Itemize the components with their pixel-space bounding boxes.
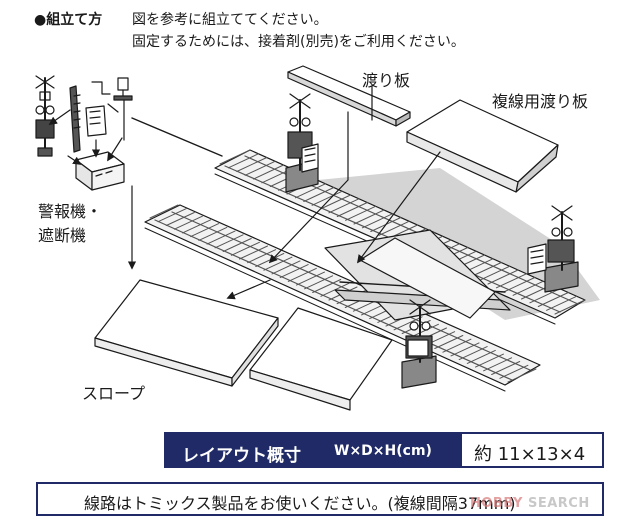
crossing-signal-right	[527, 205, 579, 293]
crossing-signal-back-left	[285, 93, 319, 193]
watermark-hobby: HOBBY	[470, 496, 523, 511]
label-double-track-plate: 複線用渡り板	[492, 92, 589, 111]
crossing-plate	[287, 65, 411, 127]
assembly-heading: ●組立て方	[34, 12, 103, 28]
watermark: HOBBY SEARCH	[470, 496, 590, 511]
dimensions-value: 約 11×13×4	[474, 444, 586, 465]
crossing-signal-front	[401, 299, 437, 389]
dimensions-unit: W×D×H(cm)	[334, 443, 432, 459]
assembly-illustration	[35, 65, 600, 411]
double-track-plate	[406, 99, 559, 193]
label-slope: スロープ	[82, 384, 146, 403]
slope-left	[94, 279, 279, 387]
assembly-instruction-1: 図を参考に組立ててください。	[132, 12, 328, 28]
alarm-barrier-parts	[35, 75, 223, 191]
assembly-instruction-2: 固定するためには、接着剤(別売)をご利用ください。	[132, 34, 465, 50]
dimensions-title: レイアウト概寸	[182, 446, 301, 466]
label-crossing-plate: 渡り板	[362, 71, 411, 90]
track-note-text: 線路はトミックス製品をお使いください。(複線間隔37mm)	[84, 494, 516, 513]
dimensions-box: レイアウト概寸 W×D×H(cm) 約 11×13×4	[164, 432, 604, 468]
label-alarm-line2: 遮断機	[38, 226, 87, 245]
dimensions-label-panel: レイアウト概寸 W×D×H(cm)	[166, 434, 462, 466]
leader-arrows	[127, 85, 441, 300]
slope-rear	[359, 237, 496, 319]
label-alarm-line1: 警報機・	[38, 202, 103, 221]
track-note-box: 線路はトミックス製品をお使いください。(複線間隔37mm)	[36, 482, 604, 516]
slope-right	[249, 307, 393, 411]
watermark-search: SEARCH	[527, 496, 590, 511]
